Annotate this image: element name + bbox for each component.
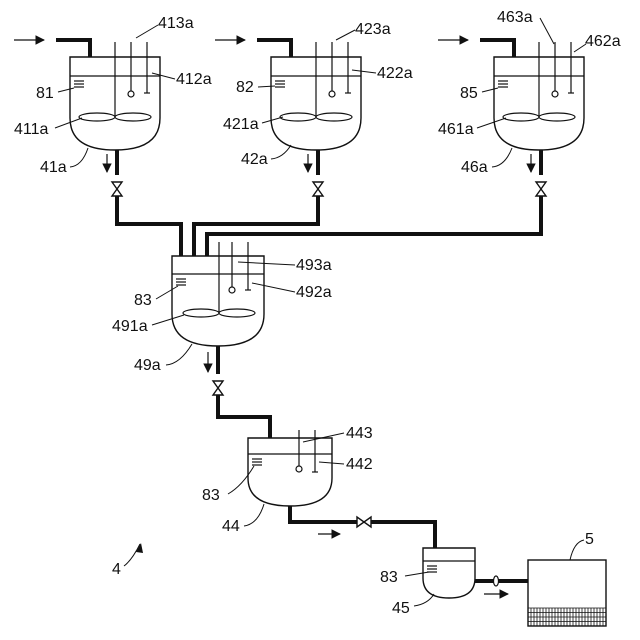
tank-49a-probe-a-label: 492a bbox=[296, 284, 332, 301]
pipe-valve-to-45 bbox=[371, 522, 435, 548]
tank-44-valve bbox=[357, 517, 371, 527]
tank-41a-impeller-label: 411a bbox=[14, 121, 49, 138]
tank-46a-impeller-label: 461a bbox=[438, 121, 474, 138]
pipe-41a-to-49a bbox=[117, 196, 181, 256]
tank-45-label: 45 bbox=[392, 600, 410, 617]
tank-42a-probe-a-label: 422a bbox=[377, 65, 413, 82]
tank-41a-leader bbox=[70, 148, 88, 167]
tank-44-probe-b-label: 443 bbox=[346, 425, 373, 442]
tank-45-leader bbox=[414, 594, 434, 606]
tank-42a-inlet-pipe bbox=[257, 40, 291, 57]
tank-46a-leader bbox=[492, 148, 512, 167]
tank-42a-valve bbox=[313, 182, 323, 196]
pipe-44-to-valve bbox=[290, 506, 357, 522]
tank-44-body bbox=[248, 438, 332, 506]
device-5-leader bbox=[570, 540, 584, 560]
tank-41a-probe-a-label: 412a bbox=[176, 71, 212, 88]
tank-49a-leader bbox=[166, 344, 192, 365]
tank-41a-valve bbox=[112, 182, 122, 196]
tank-41a-liquid-label: 81 bbox=[36, 85, 54, 102]
tank-45-body bbox=[423, 548, 475, 598]
tank-46a-liquid-label: 85 bbox=[460, 85, 478, 102]
pipe-42a-to-49a bbox=[194, 196, 318, 256]
tank-41a: 413a 412a 81 411a 41a bbox=[14, 15, 212, 196]
tank-42a-impeller-label: 421a bbox=[223, 116, 259, 133]
figure-number-label: 4 bbox=[112, 561, 121, 578]
tank-44: 443 442 83 44 bbox=[202, 425, 373, 535]
tank-42a: 423a 422a 82 421a 42a bbox=[215, 21, 413, 196]
tank-49a-probe-b-label: 493a bbox=[296, 257, 332, 274]
tank-46a-probe-b-label: 463a bbox=[497, 9, 533, 26]
tank-46a-valve bbox=[536, 182, 546, 196]
device-5-label: 5 bbox=[585, 531, 594, 548]
tank-42a-label: 42a bbox=[241, 151, 268, 168]
device-5-grid bbox=[528, 608, 606, 626]
tank-45: 83 45 bbox=[380, 548, 475, 617]
tank-44-leader bbox=[244, 504, 264, 526]
tank-46a: 463a 462a 85 461a 46a bbox=[438, 9, 621, 196]
device-5: 5 bbox=[528, 531, 606, 626]
tank-49a: 493a 492a 83 491a 49a bbox=[112, 242, 332, 395]
tank-46a-label: 46a bbox=[461, 159, 488, 176]
tank-49a-valve bbox=[213, 381, 223, 395]
tank-41a-label: 41a bbox=[40, 159, 67, 176]
tank-49a-impeller-label: 491a bbox=[112, 318, 148, 335]
tank-44-probe-a-label: 442 bbox=[346, 456, 373, 473]
tank-45-liquid-label: 83 bbox=[380, 569, 398, 586]
pipe-49a-to-44 bbox=[218, 395, 270, 438]
tank-42a-liquid-label: 82 bbox=[236, 79, 254, 96]
tank-49a-liquid-label: 83 bbox=[134, 292, 152, 309]
tank-44-liquid-label: 83 bbox=[202, 487, 220, 504]
pipe-45-fitting bbox=[494, 576, 499, 586]
tank-41a-probe-b-leader bbox=[136, 25, 158, 38]
tank-42a-probe-b-label: 423a bbox=[355, 21, 391, 38]
tank-42a-leader bbox=[271, 145, 291, 159]
tank-49a-body bbox=[172, 256, 264, 346]
tank-42a-probe-b-leader bbox=[336, 30, 355, 40]
figure-number-leader bbox=[124, 544, 140, 566]
tank-49a-label: 49a bbox=[134, 357, 161, 374]
tank-41a-inlet-pipe bbox=[56, 40, 90, 57]
tank-46a-probe-b-leader bbox=[540, 18, 554, 44]
tank-46a-probe-a-label: 462a bbox=[585, 33, 621, 50]
tank-41a-probe-b-label: 413a bbox=[158, 15, 194, 32]
tank-44-label: 44 bbox=[222, 518, 240, 535]
tank-46a-inlet-pipe bbox=[480, 40, 514, 57]
